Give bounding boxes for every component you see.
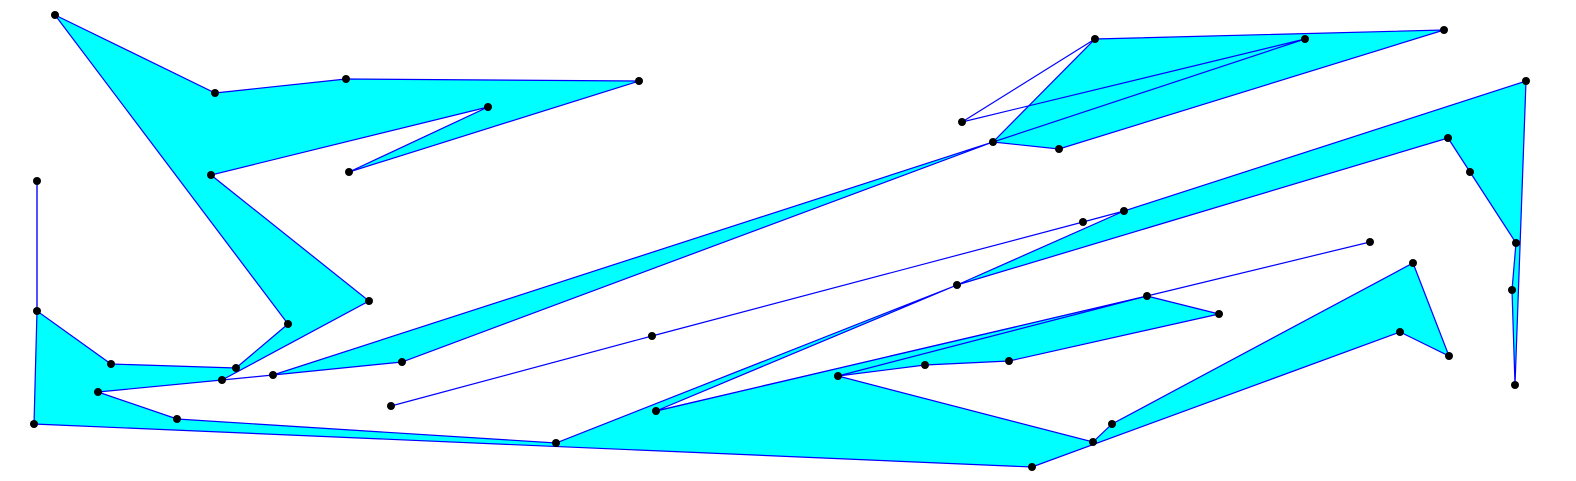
vertex-dot — [284, 320, 292, 328]
vertex-dot — [1522, 77, 1530, 85]
vertex-dot — [365, 297, 373, 305]
vertex-dot — [207, 171, 215, 179]
vertex-dot — [635, 77, 643, 85]
vertex-dot — [1512, 239, 1520, 247]
edge-line — [837, 295, 1148, 377]
vertex-dot — [1143, 292, 1151, 300]
vertex-dot — [94, 388, 102, 396]
vertex-dot — [1409, 259, 1417, 267]
vertex-dot — [1091, 35, 1099, 43]
edge-line — [1146, 241, 1371, 297]
vertex-layer — [30, 11, 1530, 471]
vertex-dot — [921, 361, 929, 369]
vertex-dot — [1120, 207, 1128, 215]
vertex-dot — [1444, 134, 1452, 142]
edge-line — [961, 38, 1306, 123]
vertex-dot — [33, 307, 41, 315]
vertex-dot — [989, 138, 997, 146]
vertex-dot — [218, 376, 226, 384]
cyan-polygon — [33, 14, 1527, 468]
vertex-dot — [1440, 26, 1448, 34]
vertex-dot — [398, 358, 406, 366]
vertex-dot — [1366, 238, 1374, 246]
vertex-dot — [107, 360, 115, 368]
vertex-dot — [33, 177, 41, 185]
edge-line — [655, 295, 1148, 412]
vertex-dot — [1028, 463, 1036, 471]
vertex-dot — [1215, 310, 1223, 318]
vertex-dot — [173, 415, 181, 423]
vertex-dot — [1445, 352, 1453, 360]
vertex-dot — [1108, 420, 1116, 428]
vertex-dot — [953, 281, 961, 289]
vertex-dot — [1396, 328, 1404, 336]
vertex-dot — [1508, 286, 1516, 294]
vertex-dot — [652, 407, 660, 415]
edge-line — [1082, 210, 1125, 223]
edge-line — [651, 221, 1084, 337]
vertex-dot — [51, 11, 59, 19]
vertex-dot — [1301, 35, 1309, 43]
edge-line — [390, 335, 653, 407]
vertex-dot — [1005, 357, 1013, 365]
vertex-dot — [552, 439, 560, 447]
vertex-dot — [345, 168, 353, 176]
vertex-dot — [232, 364, 240, 372]
edge-line — [992, 38, 1306, 143]
vertex-dot — [1055, 145, 1063, 153]
vertex-dot — [958, 118, 966, 126]
vertex-dot — [484, 103, 492, 111]
vertex-dot — [211, 89, 219, 97]
vertex-dot — [269, 371, 277, 379]
vertex-dot — [648, 332, 656, 340]
edge-line — [961, 38, 1096, 123]
vertex-dot — [387, 402, 395, 410]
vertex-dot — [1466, 168, 1474, 176]
vertex-dot — [1079, 218, 1087, 226]
vertex-dot — [1089, 438, 1097, 446]
vertex-dot — [342, 75, 350, 83]
vertex-dot — [1511, 381, 1519, 389]
vertex-dot — [834, 372, 842, 380]
vertex-dot — [30, 420, 38, 428]
